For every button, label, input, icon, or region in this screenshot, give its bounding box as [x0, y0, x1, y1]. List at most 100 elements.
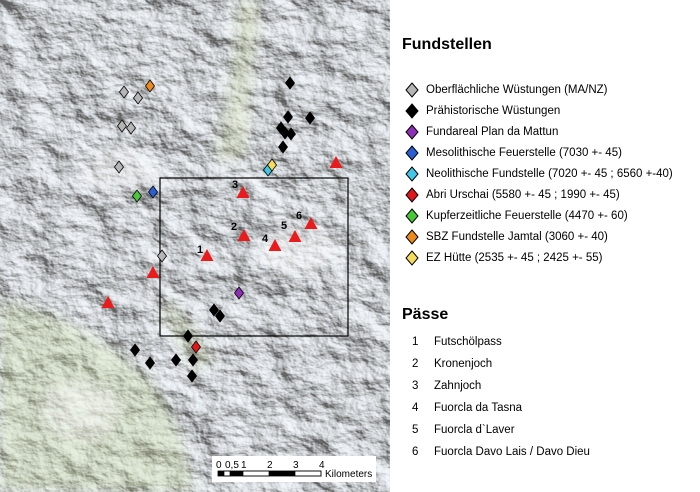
site-marker-10[interactable]: [283, 110, 293, 124]
diamond-icon: [405, 187, 419, 203]
pass-name: Zahnjoch: [434, 380, 482, 392]
pass-name: Futschölpass: [434, 336, 502, 348]
pass-marker-6[interactable]: [304, 217, 318, 229]
pass-number: 3: [412, 380, 419, 392]
glacier-tint: [40, 148, 340, 440]
scale-tick-05: 0,5: [225, 460, 239, 471]
site-marker-28[interactable]: [191, 340, 201, 354]
pass-number: 2: [412, 358, 419, 370]
site-marker-25[interactable]: [148, 185, 158, 199]
scale-bar: 0 0,5 1 2 3 4 Kilometers: [212, 456, 376, 482]
legend-item-abri-urschai: Abri Urschai (5580 +- 45 ; 1990 +- 45): [404, 185, 620, 205]
site-marker-21[interactable]: [188, 353, 198, 367]
pass-number: 1: [412, 336, 419, 348]
site-marker-5[interactable]: [114, 160, 124, 174]
pass-marker-5[interactable]: [288, 230, 302, 242]
site-marker-14[interactable]: [278, 140, 288, 154]
legend: Fundstellen Oberflächliche Wüstungen (MA…: [390, 0, 700, 492]
scale-unit: Kilometers: [325, 469, 372, 480]
site-marker-24[interactable]: [267, 158, 277, 172]
pass-marker-2[interactable]: [237, 229, 251, 241]
pass-marker-3[interactable]: [236, 186, 250, 198]
pass-name: Fuorcla Davo Lais / Davo Dieu: [434, 446, 590, 458]
pass-item-2: 2 Kronenjoch: [412, 354, 492, 374]
legend-label: Mesolithische Feuerstelle (7030 +- 45): [426, 147, 622, 159]
pass-name: Kronenjoch: [434, 358, 493, 370]
site-marker-22[interactable]: [187, 369, 197, 383]
legend-label: Oberflächliche Wüstungen (MA/NZ): [426, 84, 608, 96]
legend-item-mesolithic-fireplace: Mesolithische Feuerstelle (7030 +- 45): [404, 143, 622, 163]
pass-marker-unnumbered-3[interactable]: [101, 296, 115, 308]
legend-item-surface-sites: Oberflächliche Wüstungen (MA/NZ): [404, 80, 608, 100]
pass-label-2: 2: [231, 221, 237, 233]
site-marker-13[interactable]: [286, 127, 296, 141]
passes-heading: Pässe: [402, 306, 449, 323]
site-marker-19[interactable]: [145, 356, 155, 370]
legend-label: Neolithische Fundstelle (7020 +- 45 ; 65…: [426, 168, 673, 180]
legend-item-plan-da-mattun: Fundareal Plan da Mattun: [404, 122, 558, 142]
site-marker-8[interactable]: [285, 76, 295, 90]
pass-marker-unnumbered-1[interactable]: [329, 156, 343, 168]
legend-item-copper-age-fireplace: Kupferzeitliche Feuerstelle (4470 +- 60): [404, 206, 628, 226]
diamond-icon: [405, 208, 419, 224]
pass-number: 6: [412, 446, 419, 458]
site-marker-18[interactable]: [130, 343, 140, 357]
legend-item-ez-huette: EZ Hütte (2535 +- 45 ; 2425 +- 55): [404, 248, 602, 268]
pass-item-4: 4 Fuorcla da Tasna: [412, 398, 522, 418]
legend-item-prehistoric-sites: Prähistorische Wüstungen: [404, 101, 560, 121]
legend-item-sbz-jamtal: SBZ Fundstelle Jamtal (3060 +- 40): [404, 227, 608, 247]
pass-label-4: 4: [262, 233, 269, 245]
diamond-icon: [405, 103, 419, 119]
legend-label: SBZ Fundstelle Jamtal (3060 +- 40): [426, 231, 608, 243]
scale-tick-0: 0: [216, 460, 222, 471]
pass-number: 4: [412, 402, 419, 414]
diamond-icon: [405, 82, 419, 98]
site-marker-26[interactable]: [132, 189, 142, 203]
site-markers: [114, 76, 315, 383]
legend-label: Kupferzeitliche Feuerstelle (4470 +- 60): [426, 210, 628, 222]
site-marker-1[interactable]: [119, 85, 129, 99]
site-marker-3[interactable]: [126, 121, 136, 135]
site-marker-20[interactable]: [171, 353, 181, 367]
pass-name: Fuorcla da Tasna: [434, 402, 523, 414]
pass-item-1: 1 Futschölpass: [412, 332, 502, 352]
pass-label-1: 1: [197, 244, 203, 256]
scale-tick-1: 1: [241, 460, 247, 471]
site-marker-15[interactable]: [209, 303, 219, 317]
diamond-icon: [405, 250, 419, 266]
pass-label-5: 5: [281, 220, 287, 232]
pass-marker-1[interactable]: [200, 249, 214, 261]
scale-tick-3: 3: [293, 460, 299, 471]
pass-name: Fuorcla d`Laver: [434, 424, 515, 436]
pass-item-5: 5 Fuorcla d`Laver: [412, 420, 515, 440]
diamond-icon: [405, 166, 419, 182]
diamond-icon: [405, 124, 419, 140]
scale-tick-4: 4: [319, 460, 325, 471]
pass-item-6: 6 Fuorcla Davo Lais / Davo Dieu: [412, 442, 590, 462]
pass-label-3: 3: [232, 179, 238, 191]
site-marker-16[interactable]: [215, 309, 225, 323]
legend-label: Prähistorische Wüstungen: [426, 105, 561, 117]
site-marker-27[interactable]: [234, 286, 244, 300]
scale-tick-2: 2: [267, 460, 273, 471]
diamond-icon: [405, 229, 419, 245]
pass-item-3: 3 Zahnjoch: [412, 376, 481, 396]
sites-heading: Fundstellen: [402, 36, 492, 53]
legend-item-neolithic-site: Neolithische Fundstelle (7020 +- 45 ; 65…: [404, 164, 673, 184]
site-marker-4[interactable]: [117, 119, 127, 133]
legend-label: Abri Urschai (5580 +- 45 ; 1990 +- 45): [426, 189, 620, 201]
site-marker-12[interactable]: [280, 126, 290, 140]
site-marker-2[interactable]: [133, 91, 143, 105]
pass-marker-4[interactable]: [268, 239, 282, 251]
site-marker-9[interactable]: [305, 111, 315, 125]
legend-label: Fundareal Plan da Mattun: [426, 126, 559, 138]
site-marker-7[interactable]: [145, 79, 155, 93]
site-marker-6[interactable]: [157, 249, 167, 263]
legend-label: EZ Hütte (2535 +- 45 ; 2425 +- 55): [426, 252, 603, 264]
pass-marker-unnumbered-2[interactable]: [146, 266, 160, 278]
site-marker-17[interactable]: [183, 329, 193, 343]
